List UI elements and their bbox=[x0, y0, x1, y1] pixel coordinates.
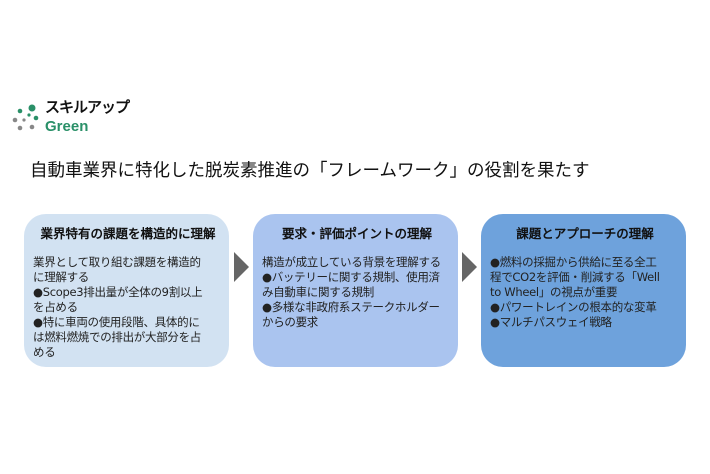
logo-text: スキルアップ bbox=[45, 98, 130, 116]
framework-box-1: 業界特有の課題を構造的に理解 業界として取り組む課題を構造的 に理解する ●Sc… bbox=[24, 214, 229, 367]
box-body: ●燃料の採掘から供給に至る全工 程でCO2を評価・削減する「Well to Wh… bbox=[490, 255, 660, 329]
box-heading: 業界特有の課題を構造的に理解 bbox=[40, 226, 216, 241]
arrow-right-icon bbox=[234, 252, 249, 282]
page-title: 自動車業界に特化した脱炭素推進の「フレームワーク」の役割を果たす bbox=[30, 161, 590, 181]
arrow-right-icon bbox=[462, 252, 477, 282]
framework-box-2: 要求・評価ポイントの理解 構造が成立している背景を理解する ●バッテリーに関する… bbox=[253, 214, 458, 367]
logo: スキルアップ Green bbox=[12, 98, 142, 140]
box-heading: 要求・評価ポイントの理解 bbox=[281, 226, 432, 241]
box-body: 業界として取り組む課題を構造的 に理解する ●Scope3排出量が全体の9割以上… bbox=[33, 255, 203, 359]
logo-subtext: Green bbox=[45, 118, 89, 135]
box-body: 構造が成立している背景を理解する ●バッテリーに関する規制、使用済 み自動車に関… bbox=[262, 255, 441, 329]
box-heading: 課題とアプローチの理解 bbox=[516, 226, 654, 241]
framework-box-3: 課題とアプローチの理解 ●燃料の採掘から供給に至る全工 程でCO2を評価・削減す… bbox=[481, 214, 686, 367]
logo-dots-icon bbox=[12, 104, 39, 131]
